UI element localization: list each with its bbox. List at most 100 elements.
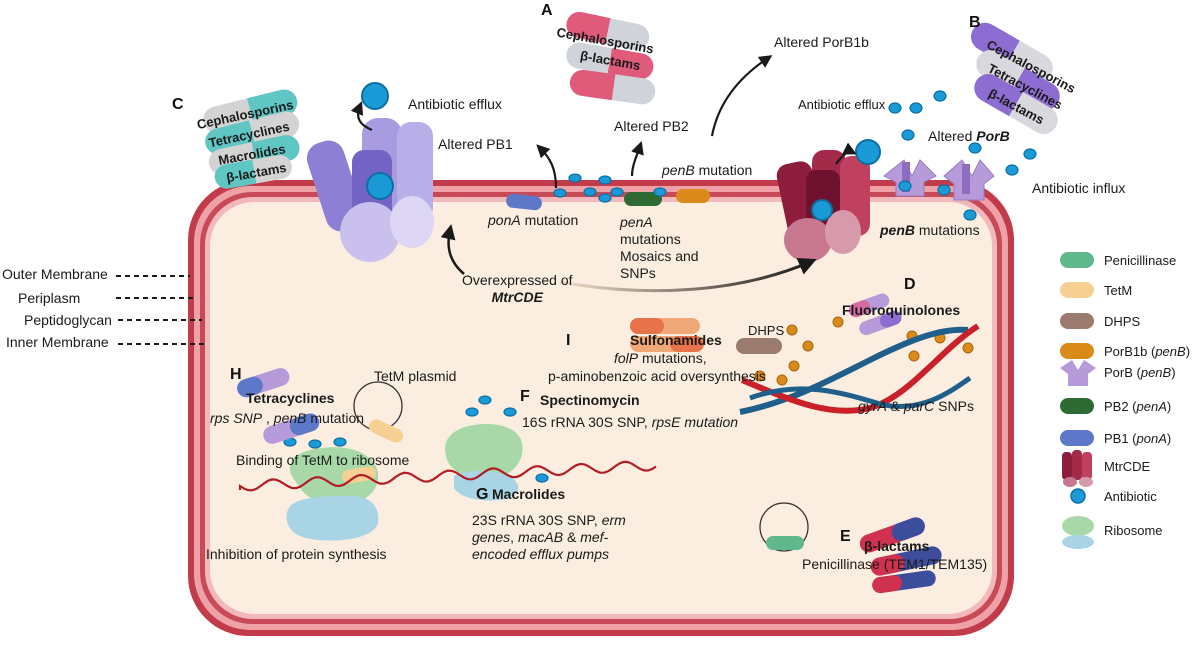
pill-group-h bbox=[237, 368, 320, 444]
label-outer-membrane: Outer Membrane bbox=[2, 266, 108, 282]
arrow-altered-porb1b bbox=[710, 55, 773, 137]
legend-label-antibiotic: Antibiotic bbox=[1104, 489, 1157, 504]
panel-letter-i: I bbox=[566, 332, 571, 349]
pb1-protein bbox=[506, 193, 542, 211]
label-penb-mutations: penB mutations bbox=[880, 222, 980, 238]
tetm-icon bbox=[1060, 282, 1094, 298]
pb1-icon bbox=[1060, 430, 1094, 446]
panel-letter-g: G bbox=[476, 486, 489, 503]
porb-porin-2 bbox=[943, 159, 995, 201]
label-blactams-e: β-lactams bbox=[864, 538, 930, 554]
ribosome-middle bbox=[445, 424, 523, 501]
porb1b-icon bbox=[1060, 343, 1094, 359]
mtrcde-icon bbox=[1062, 450, 1093, 487]
dhps-icon bbox=[1060, 313, 1094, 329]
label-antibiotic-efflux-right: Antibiotic efflux bbox=[798, 97, 886, 112]
legend-label-ribosome: Ribosome bbox=[1104, 523, 1163, 538]
label-penb-mutation: penB mutation bbox=[662, 162, 753, 178]
dna-helix bbox=[739, 323, 980, 415]
label-inner-membrane: Inner Membrane bbox=[6, 334, 109, 350]
label-folp-mutations: folP mutations, bbox=[614, 350, 707, 366]
legend-label-pb1: PB1 (ponA) bbox=[1104, 431, 1172, 446]
arrow-overexpressed-left bbox=[440, 224, 465, 275]
legend-label-tetm: TetM bbox=[1104, 283, 1133, 298]
legend-label-porb1b: PorB1b (penB) bbox=[1104, 344, 1191, 359]
penicillinase-on-plasmid bbox=[766, 536, 804, 550]
pb2-icon bbox=[1060, 398, 1094, 414]
label-tetracyclines: Tetracyclines bbox=[246, 390, 335, 406]
pill-group-i bbox=[630, 318, 704, 352]
mrna-strand bbox=[238, 460, 657, 492]
label-sulfonamides: Sulfonamides bbox=[630, 332, 722, 348]
antibiotic-icon bbox=[1070, 488, 1086, 504]
antibiotic-molecule bbox=[855, 139, 881, 165]
panel-letter-c: C bbox=[172, 96, 184, 113]
arrow-overexpressed-right bbox=[559, 257, 817, 293]
dhps-protein bbox=[736, 338, 782, 354]
label-dhps: DHPS bbox=[748, 323, 785, 338]
antibiotic-molecules bbox=[283, 90, 1037, 483]
label-spectinomycin-mechanism: 16S rRNA 30S SNP, rpsE mutation bbox=[522, 414, 739, 430]
mtrcde-pump-left bbox=[306, 118, 434, 262]
label-overexpressed-mtrcde: Overexpressed of MtrCDE bbox=[462, 272, 573, 305]
porb1b-protein bbox=[676, 189, 710, 203]
label-antibiotic-efflux-left: Antibiotic efflux bbox=[408, 96, 502, 112]
legend-label-porb: PorB (penB) bbox=[1104, 365, 1176, 380]
label-pena-mutations: penA mutations Mosaics and SNPs bbox=[620, 214, 699, 281]
legend-label-penicillinase: Penicillinase bbox=[1104, 253, 1177, 268]
panel-letter-b: B bbox=[969, 14, 981, 31]
label-paba-oversynthesis: p-aminobenzoic acid oversynthesis bbox=[548, 368, 766, 384]
legend-label-dhps: DHPS bbox=[1104, 314, 1141, 329]
mtrcde-pump-right bbox=[776, 150, 870, 262]
legend-label-mtrcde: MtrCDE bbox=[1104, 459, 1151, 474]
label-tetracycline-mechanism: rps SNP , penB mutation bbox=[210, 410, 365, 426]
pill-group-b bbox=[971, 22, 1060, 134]
label-inhibition-protein-synthesis: Inhibition of protein synthesis bbox=[206, 546, 387, 562]
pb2-protein bbox=[624, 192, 662, 206]
legend-label-pb2: PB2 (penA) bbox=[1104, 399, 1172, 414]
cell-envelope bbox=[188, 180, 1014, 636]
ribosome-icon bbox=[1062, 516, 1094, 549]
label-antibiotic-influx: Antibiotic influx bbox=[1032, 180, 1126, 196]
efflux-arrow-left bbox=[350, 101, 373, 132]
ribosome-left bbox=[286, 447, 379, 541]
penicillinase-plasmid bbox=[759, 502, 809, 552]
penicillinase-icon bbox=[1060, 252, 1094, 268]
cytoplasm bbox=[210, 202, 992, 614]
panel-letter-e: E bbox=[840, 528, 851, 545]
legend-icons bbox=[1060, 252, 1096, 549]
label-fluoroquinolones: Fluoroquinolones bbox=[842, 302, 961, 318]
label-spectinomycin: Spectinomycin bbox=[540, 392, 640, 408]
label-binding-tetm: Binding of TetM to ribosome bbox=[236, 452, 410, 468]
arrow-altered-pb1 bbox=[536, 144, 558, 189]
label-altered-pb1: Altered PB1 bbox=[438, 136, 513, 152]
panel-letter-f: F bbox=[520, 388, 530, 405]
label-gyra-parc-snps: gyrA & parC SNPs bbox=[858, 398, 974, 414]
label-altered-porb1b: Altered PorB1b bbox=[774, 34, 869, 50]
label-macrolides: Macrolides bbox=[492, 486, 566, 502]
efflux-arrow-right bbox=[835, 142, 857, 165]
membrane-leader-lines bbox=[116, 275, 208, 345]
porb-porin-1 bbox=[883, 159, 937, 197]
antibiotic-molecule bbox=[361, 82, 389, 110]
label-tetm-plasmid: TetM plasmid bbox=[374, 368, 457, 384]
arrow-altered-pb2 bbox=[630, 140, 644, 177]
panel-letter-a: A bbox=[541, 2, 553, 19]
label-macrolides-mechanism: 23S rRNA 30S SNP, erm genes, macAB & mef… bbox=[472, 512, 626, 562]
pill-group-a bbox=[566, 11, 656, 105]
label-altered-pb2: Altered PB2 bbox=[614, 118, 689, 134]
pill-group-e bbox=[859, 517, 942, 594]
panel-letter-d: D bbox=[904, 276, 916, 293]
label-altered-porb: Altered PorB bbox=[928, 128, 1010, 144]
tetm-on-plasmid bbox=[369, 419, 403, 443]
panel-letter-h: H bbox=[230, 366, 242, 383]
label-periplasm: Periplasm bbox=[18, 290, 81, 306]
pill-group-d bbox=[848, 293, 902, 336]
label-penicillinase-tem: Penicillinase (TEM1/TEM135) bbox=[802, 556, 988, 572]
porb-icon bbox=[1060, 360, 1096, 386]
label-pona-mutation: ponA mutation bbox=[488, 212, 579, 228]
label-peptidoglycan: Peptidoglycan bbox=[24, 312, 112, 328]
pill-group-c bbox=[203, 89, 300, 189]
